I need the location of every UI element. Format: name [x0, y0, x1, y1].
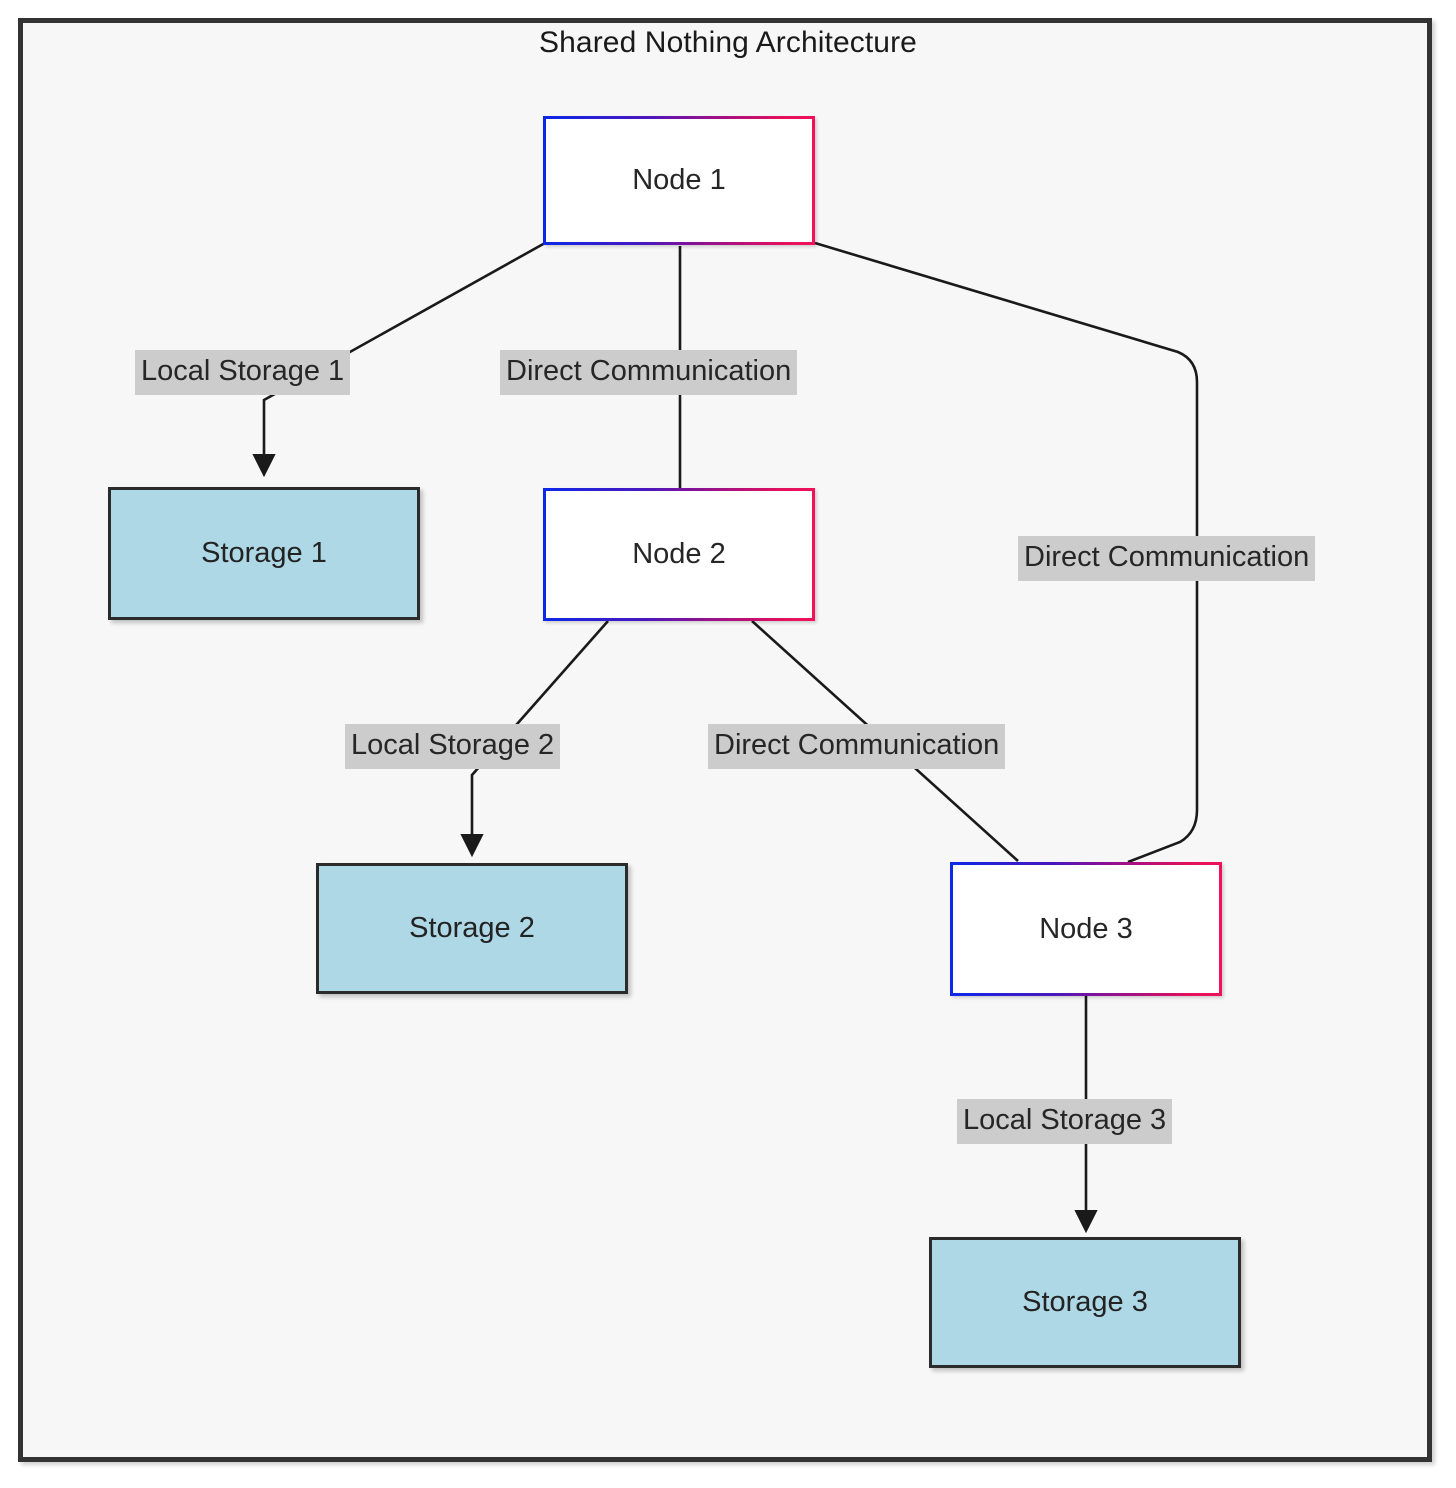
storage-label: Storage 2	[409, 912, 535, 944]
node-box-node1[interactable]: Node 1	[543, 116, 815, 245]
node-box-node2[interactable]: Node 2	[543, 488, 815, 621]
storage-label: Storage 1	[201, 537, 327, 569]
edge-label-local-storage-3: Local Storage 3	[957, 1099, 1173, 1144]
edge-label-direct-communication-1-3: Direct Communication	[1018, 536, 1316, 581]
storage-label: Storage 3	[1022, 1286, 1148, 1318]
node-box-node3[interactable]: Node 3	[950, 862, 1222, 996]
storage-box-storage1[interactable]: Storage 1	[108, 487, 420, 620]
edge-label-local-storage-1: Local Storage 1	[135, 350, 351, 395]
storage-box-storage2[interactable]: Storage 2	[316, 863, 628, 994]
node-label: Node 1	[632, 164, 726, 196]
node-label: Node 2	[632, 538, 726, 570]
edge-label-direct-communication-2-3: Direct Communication	[708, 724, 1006, 769]
edge-label-direct-communication-1-2: Direct Communication	[500, 350, 798, 395]
storage-box-storage3[interactable]: Storage 3	[929, 1237, 1241, 1368]
diagram-title: Shared Nothing Architecture	[539, 26, 917, 59]
edge-label-local-storage-2: Local Storage 2	[345, 724, 561, 769]
node-label: Node 3	[1039, 912, 1133, 945]
